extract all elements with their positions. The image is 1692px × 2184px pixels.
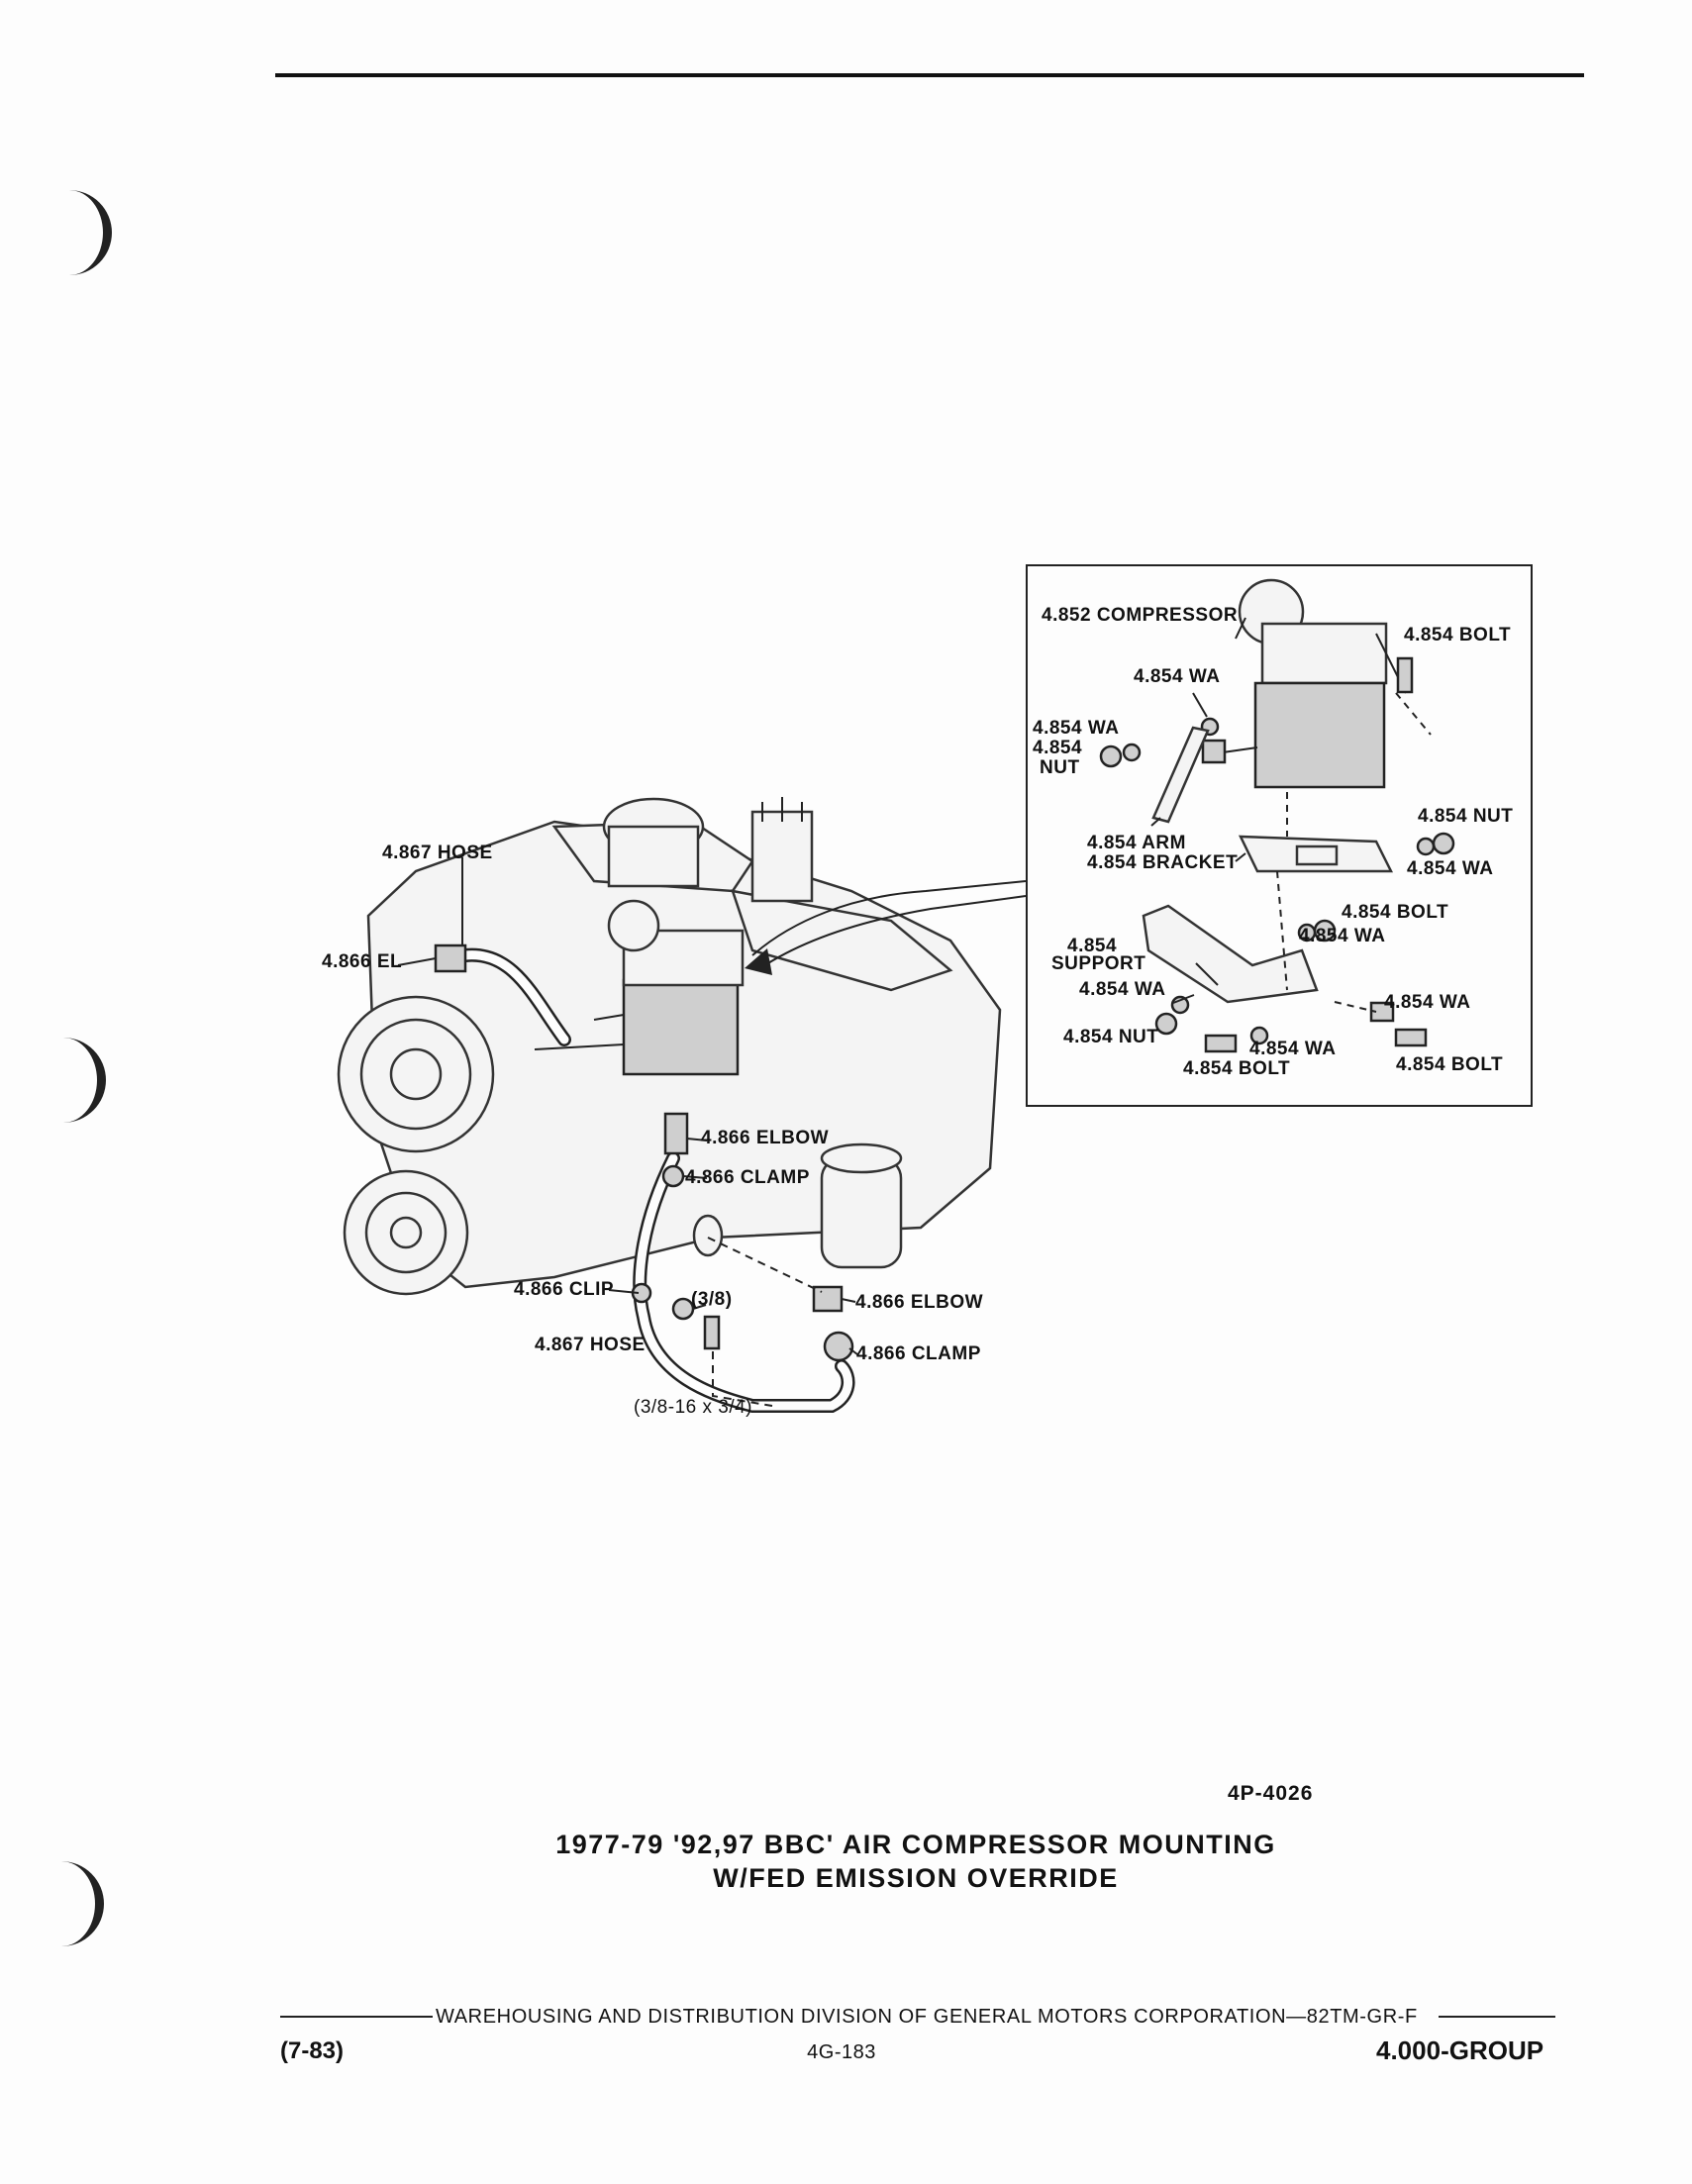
inset-label-wa-lower-left: 4.854 WA (1079, 979, 1166, 1000)
inset-label-nut-right: 4.854 NUT (1418, 806, 1514, 827)
inset-label-compressor: 4.852 COMPRESSOR (1042, 605, 1239, 626)
inset-bolt-top (1396, 656, 1414, 694)
inset-label-wa-right: 4.854 WA (1407, 858, 1494, 879)
inset-label-wa-left: 4.854 WA (1033, 718, 1120, 739)
label-elbow-left: 4.866 EL (322, 951, 403, 972)
label-bolt-size: (3/8-16 x 3/4) (634, 1397, 752, 1418)
figure-title-line-1: 1977-79 '92,97 BBC' AIR COMPRESSOR MOUNT… (555, 1830, 1276, 1859)
inset-compressor-body (1253, 681, 1386, 789)
carburetor-body (607, 825, 700, 888)
inset-label-arm: 4.854 ARM (1087, 833, 1186, 853)
clamp-right-fitting (823, 1331, 854, 1362)
label-clamp-right: 4.866 CLAMP (856, 1343, 981, 1364)
inset-support (1142, 904, 1319, 1004)
binder-hole-middle (53, 1038, 106, 1123)
distributor (750, 810, 814, 903)
inset-label-wa-bottom: 4.854 WA (1249, 1039, 1337, 1059)
inset-label-bracket: 4.854 BRACKET (1087, 852, 1239, 873)
inset-arm (1151, 726, 1210, 824)
inset-label-nut-left-1: 4.854 (1033, 738, 1083, 758)
footer-rule-right (1439, 2016, 1555, 2018)
inset-label-bolt-bottom-left: 4.854 BOLT (1183, 1058, 1291, 1079)
inset-label-bolt-bottom-right: 4.854 BOLT (1396, 1054, 1504, 1075)
port-boss (692, 1214, 724, 1257)
label-size-38: (3/8) (691, 1289, 733, 1310)
label-clip: 4.866 CLIP (514, 1279, 615, 1300)
inset-label-bolt-top: 4.854 BOLT (1404, 625, 1512, 645)
label-clamp-mid: 4.866 CLAMP (685, 1167, 810, 1188)
inset-label-nut-lower: 4.854 NUT (1063, 1027, 1159, 1047)
inset-label-bolt-mid: 4.854 BOLT (1342, 902, 1449, 923)
inset-label-support-1: 4.854 (1067, 936, 1118, 956)
label-hose-lower: 4.867 HOSE (535, 1335, 646, 1355)
valve-cover-right (731, 889, 953, 992)
footer-date: (7-83) (280, 2037, 345, 2064)
figure-title-line-2: W/FED EMISSION OVERRIDE (713, 1863, 1119, 1893)
inset-nut-right (1432, 832, 1455, 855)
label-elbow-right: 4.866 ELBOW (855, 1292, 984, 1313)
inset-label-wa-lower-right: 4.854 WA (1384, 992, 1471, 1013)
inset-wa-right (1416, 837, 1436, 856)
footer-rule-left (280, 2016, 433, 2018)
figure-title: 1977-79 '92,97 BBC' AIR COMPRESSOR MOUNT… (455, 1828, 1376, 1895)
label-elbow-mid: 4.866 ELBOW (701, 1128, 830, 1148)
inset-label-nut-left-2: NUT (1040, 757, 1080, 778)
figure-number: 4P-4026 (1228, 1782, 1314, 1805)
footer-page-number: 4G-183 (807, 2041, 876, 2063)
inset-label-support-2: SUPPORT (1051, 953, 1146, 974)
inset-nut-left (1099, 745, 1123, 768)
elbow-right-fitting (812, 1285, 844, 1313)
binder-hole-bottom (51, 1861, 104, 1946)
inset-exploded-view (1026, 564, 1533, 1107)
top-rule (275, 73, 1584, 77)
elbow-mid-fitting (663, 1112, 689, 1155)
inset-label-wa-top: 4.854 WA (1134, 666, 1221, 687)
bolt-38 (703, 1315, 721, 1350)
footer-publisher-text: WAREHOUSING AND DISTRIBUTION DIVISION OF… (436, 2006, 1418, 2028)
footer-group: 4.000-GROUP (1376, 2035, 1544, 2065)
inset-label-wa-mid: 4.854 WA (1299, 926, 1386, 946)
inset-compressor-head (1260, 622, 1388, 685)
binder-hole-top (59, 190, 112, 275)
label-hose-upper: 4.867 HOSE (382, 843, 493, 863)
inset-wa-left (1122, 743, 1142, 762)
